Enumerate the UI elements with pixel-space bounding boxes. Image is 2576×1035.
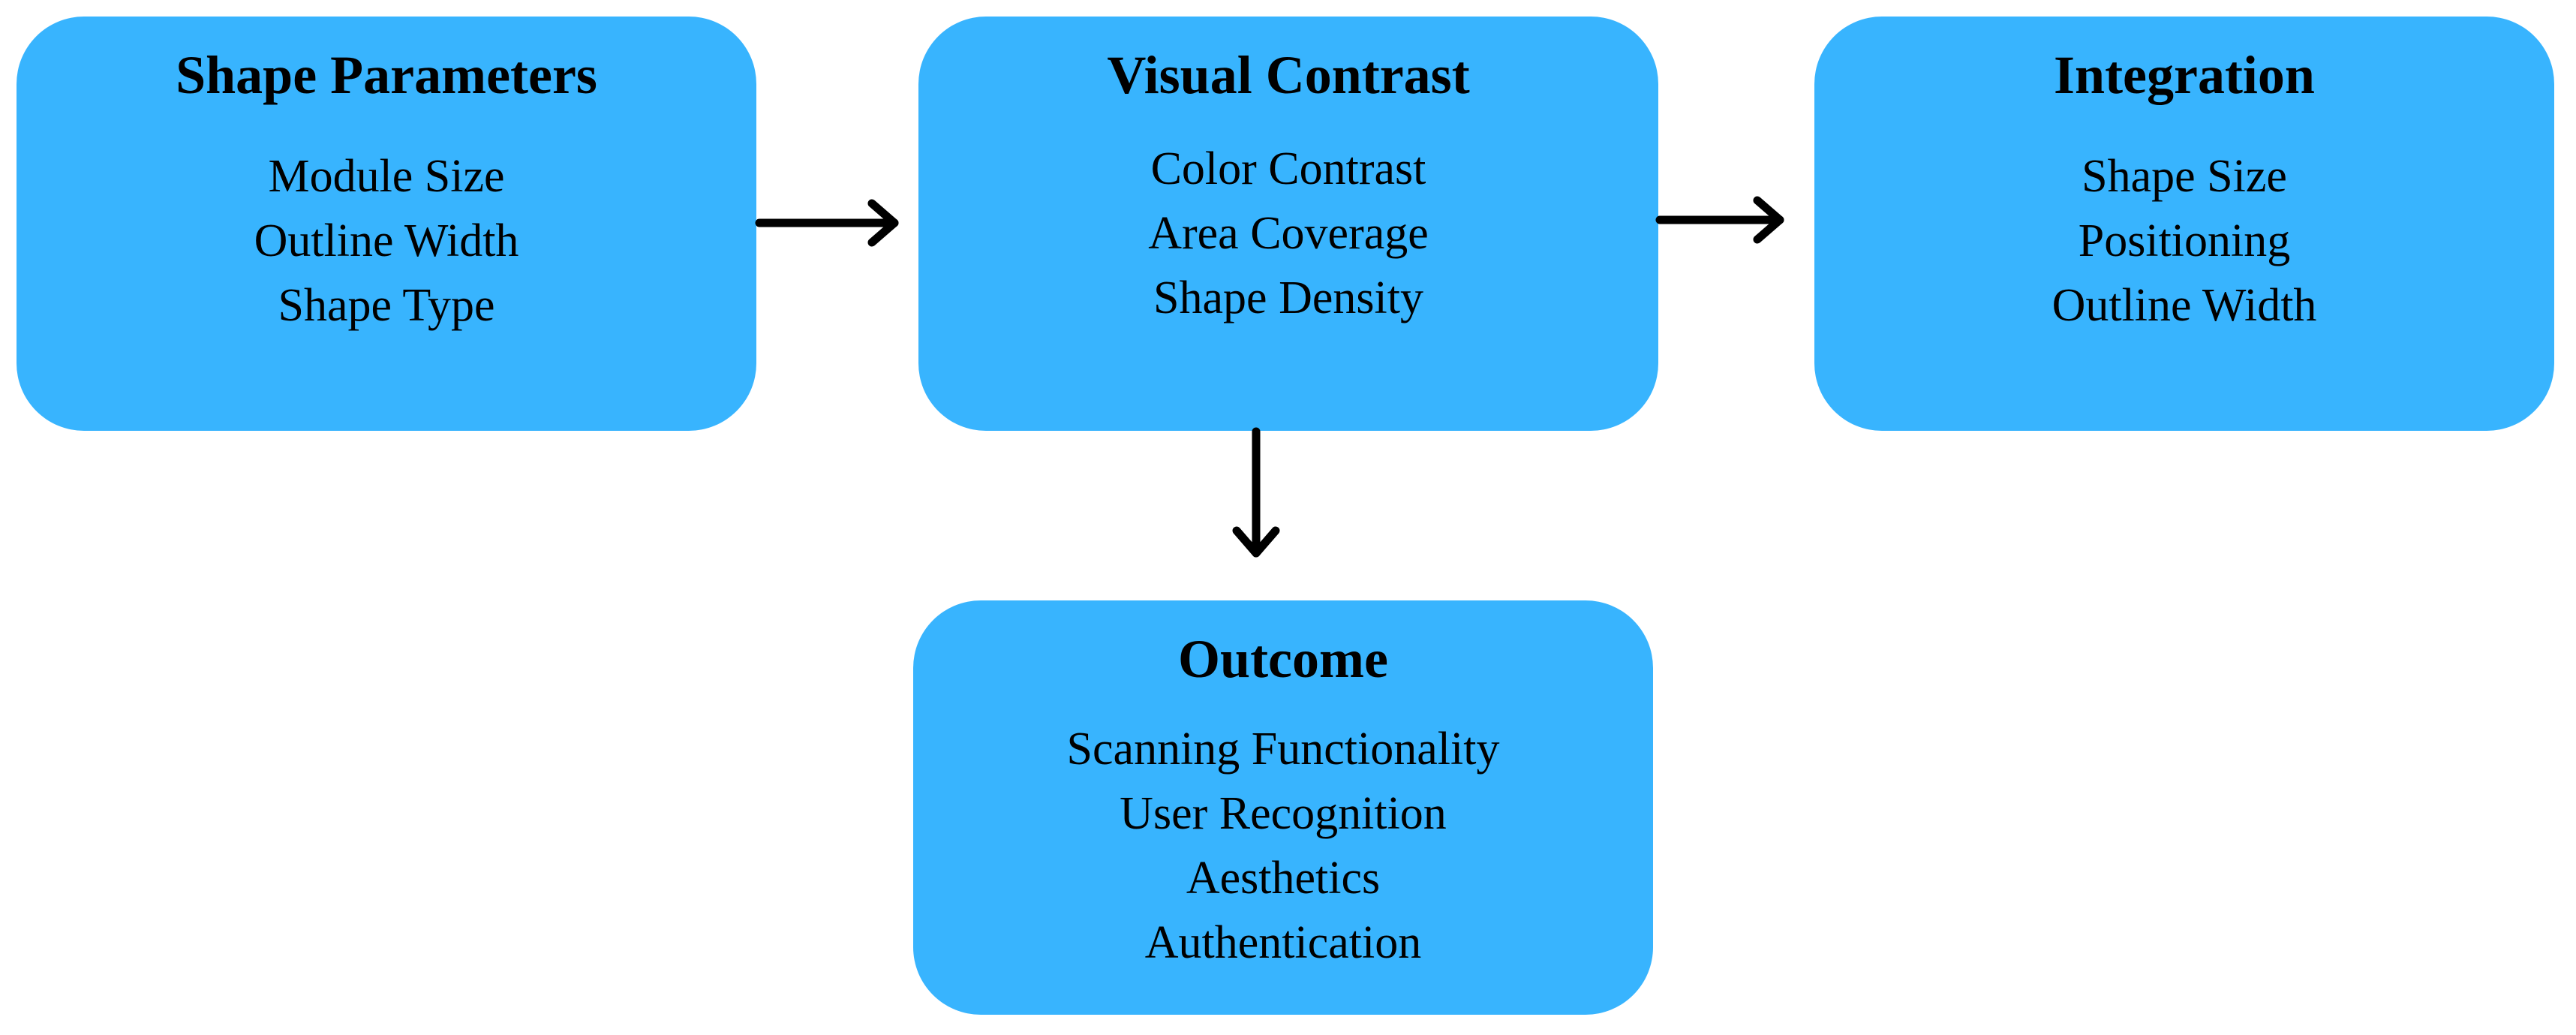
shape-parameters-title: Shape Parameters bbox=[176, 45, 597, 105]
list-item: Outline Width bbox=[254, 215, 519, 266]
arrow-contrast-to-outcome bbox=[1232, 427, 1280, 558]
integration-list: Shape Size Positioning Outline Width bbox=[1814, 144, 2554, 338]
list-item: Positioning bbox=[2078, 215, 2291, 266]
outcome-list: Scanning Functionality User Recognition … bbox=[913, 717, 1653, 975]
visual-contrast-list: Color Contrast Area Coverage Shape Densi… bbox=[918, 137, 1658, 330]
list-item: Color Contrast bbox=[1150, 143, 1426, 194]
shape-parameters-box: Shape Parameters Module Size Outline Wid… bbox=[17, 17, 756, 431]
outcome-box: Outcome Scanning Functionality User Reco… bbox=[913, 600, 1653, 1015]
shape-parameters-list: Module Size Outline Width Shape Type bbox=[17, 144, 756, 338]
list-item: Aesthetics bbox=[1186, 853, 1381, 904]
list-item: Shape Type bbox=[278, 280, 495, 331]
list-item: Scanning Functionality bbox=[1066, 724, 1500, 775]
visual-contrast-box: Visual Contrast Color Contrast Area Cove… bbox=[918, 17, 1658, 431]
list-item: Outline Width bbox=[2051, 280, 2317, 331]
integration-box: Integration Shape Size Positioning Outli… bbox=[1814, 17, 2554, 431]
outcome-title: Outcome bbox=[1178, 629, 1388, 689]
integration-title: Integration bbox=[2054, 45, 2315, 105]
list-item: Area Coverage bbox=[1148, 208, 1429, 259]
arrow-shape-to-contrast bbox=[755, 199, 899, 247]
arrow-contrast-to-integration bbox=[1655, 196, 1784, 244]
list-item: Authentication bbox=[1144, 917, 1422, 968]
list-item: User Recognition bbox=[1120, 788, 1447, 839]
visual-contrast-title: Visual Contrast bbox=[1107, 45, 1470, 105]
list-item: Shape Size bbox=[2082, 151, 2287, 202]
list-item: Module Size bbox=[268, 151, 505, 202]
list-item: Shape Density bbox=[1153, 272, 1423, 323]
